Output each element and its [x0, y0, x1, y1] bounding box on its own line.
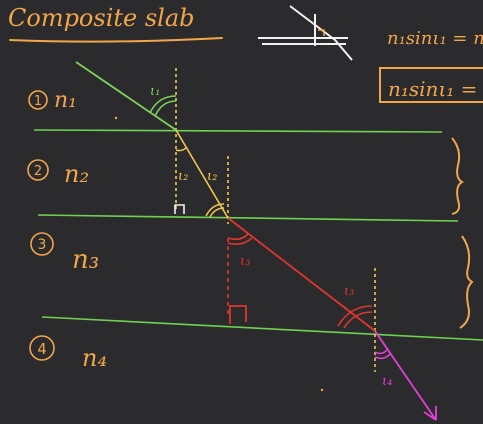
- angle-label-i3-left: ι₃: [240, 254, 250, 269]
- angle-arc-i2-bottom-b: [209, 207, 225, 218]
- layer-number-circle: [27, 159, 49, 181]
- angle-arc-i2-bottom: [205, 203, 225, 217]
- angle-arc-i3-top-b: [227, 237, 253, 245]
- angle-label-i4: ι₄: [382, 374, 392, 389]
- layer-number-circle: [30, 232, 54, 256]
- refracted-ray-2: [175, 129, 229, 219]
- boundary-3-4: [41, 316, 483, 341]
- angle-label-i2-left: ι₂: [178, 169, 188, 184]
- angle-arc-i3-top: [227, 233, 249, 241]
- refracted-ray-4: [374, 330, 437, 421]
- arrow-head-icon: [423, 406, 437, 421]
- layer-number-circle: [29, 335, 55, 361]
- layer-index-label: n₁: [54, 88, 77, 113]
- layer-label-4: 4 n₄: [29, 335, 107, 372]
- angle-arc-i3-bottom: [337, 305, 373, 327]
- layer-index-label: n₂: [64, 160, 89, 188]
- layer-index-label: n₃: [72, 245, 99, 275]
- angle-arc-i3-bottom-b: [343, 311, 373, 329]
- boundary-1-2: [33, 129, 443, 133]
- angle-arc-i2-top: [175, 146, 188, 152]
- right-angle-mark-2: [229, 305, 247, 324]
- formula-box: [379, 67, 483, 103]
- formula-top: n₁sinι₁ = n: [387, 28, 483, 49]
- layer-number: 4: [37, 340, 47, 358]
- layer-number: 1: [34, 94, 42, 109]
- angle-arc-i4: [374, 348, 389, 355]
- layer-number: 3: [38, 237, 47, 253]
- title-underline: [9, 37, 223, 43]
- angle-label-i3-right: ι₃: [344, 284, 354, 299]
- boundary-2-3: [37, 214, 459, 222]
- layer-number-circle: [28, 90, 48, 110]
- angle-arc-i1: [149, 95, 177, 114]
- right-angle-mark-1: [174, 204, 185, 214]
- angle-arc-i4-b: [374, 352, 392, 360]
- brace-upper: [451, 137, 465, 215]
- stray-dot: [114, 116, 118, 120]
- incident-ray: [75, 61, 177, 131]
- layer-label-2: 2 n₂: [27, 159, 89, 188]
- brace-lower: [459, 235, 474, 329]
- angle-label-i1: ι₁: [150, 84, 160, 99]
- stray-dot: [320, 388, 324, 392]
- angle-label-i2-right: ι₂: [207, 169, 217, 184]
- title-text: Composite slab: [8, 4, 195, 32]
- mini-refraction-sketch: [258, 5, 353, 61]
- layer-index-label: n₄: [82, 344, 107, 372]
- layer-number: 2: [34, 164, 42, 179]
- layer-label-3: 3 n₃: [30, 232, 99, 275]
- layer-label-1: 1 n₁: [28, 88, 77, 113]
- angle-arc-i1-b: [154, 100, 177, 117]
- formula-boxed: n₁sinι₁ =: [388, 77, 477, 101]
- refracted-ray-3: [227, 217, 376, 332]
